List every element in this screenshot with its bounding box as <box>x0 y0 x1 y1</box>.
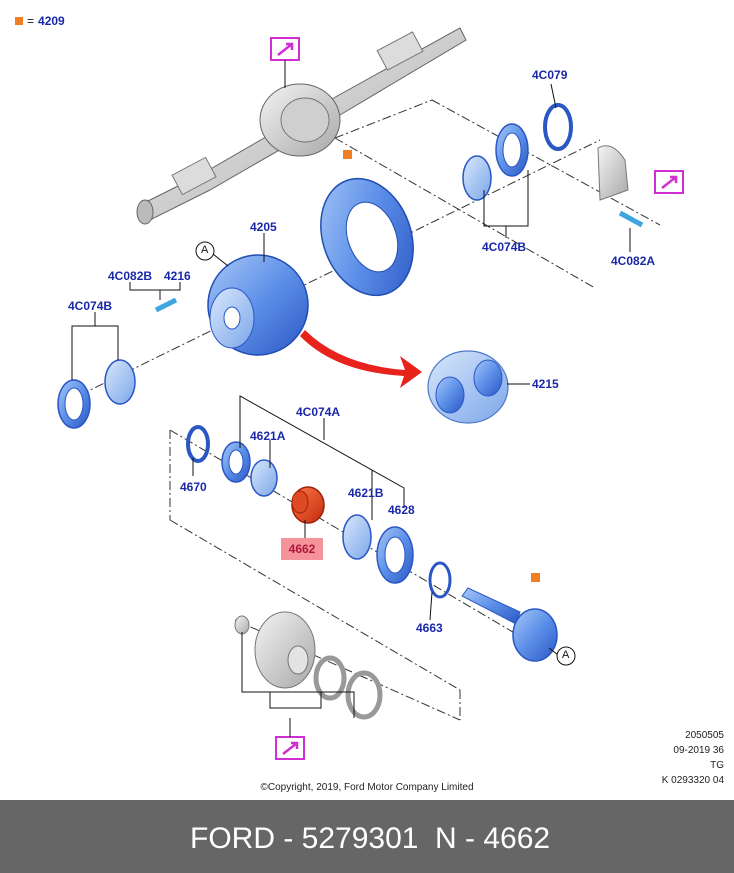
callout-circles <box>195 241 576 666</box>
ring-gear <box>320 177 414 297</box>
highlighted-part-4662: 4662 <box>281 538 323 560</box>
label-4C082B: 4C082B <box>108 269 153 283</box>
label-4C082A: 4C082A <box>611 254 656 268</box>
legend-marker-icon <box>15 17 23 25</box>
pinion-set <box>186 425 452 599</box>
drawing-meta: 2050505 09-2019 36 TG K 0293320 04 <box>662 728 724 788</box>
flange-seals <box>234 611 383 720</box>
label-4663: 4663 <box>416 621 443 635</box>
label-4621B: 4621B <box>348 486 384 500</box>
legend-code: 4209 <box>38 14 65 28</box>
bearing-cap <box>597 145 644 228</box>
copyright-notice: ©Copyright, 2019, Ford Motor Company Lim… <box>260 782 474 793</box>
spacer-4662 <box>291 486 325 524</box>
red-arrow <box>300 330 422 388</box>
callout-a-bottom: A <box>562 649 570 661</box>
label-4621A: 4621A <box>250 429 286 443</box>
label-4216: 4216 <box>164 269 191 283</box>
callout-a-top: A <box>201 244 209 256</box>
label-4628: 4628 <box>388 503 415 517</box>
meta-line-3: TG <box>710 760 724 771</box>
label-4670: 4670 <box>180 480 207 494</box>
bearing-set-left <box>57 359 136 429</box>
orange-markers <box>343 150 540 582</box>
exploded-diagram: A A 4C079 4205 4C074B 4C082B 4216 4C082A… <box>15 14 724 793</box>
bearing-set-top <box>462 103 573 201</box>
meta-line-2: 09-2019 36 <box>673 745 724 756</box>
leader-lines <box>71 60 631 737</box>
meta-line-4: K 0293320 04 <box>661 775 724 786</box>
label-4215: 4215 <box>532 377 559 391</box>
label-4C074A: 4C074A <box>296 405 341 419</box>
legend: =4209 <box>15 14 65 28</box>
label-4C074B-left: 4C074B <box>68 299 113 313</box>
bolt-4216 <box>154 297 178 313</box>
legend-equals: = <box>27 14 35 28</box>
axle-housing <box>136 27 467 225</box>
pinion-gear <box>461 587 558 662</box>
footer-part-number: FORD - 5279301 <box>190 822 419 855</box>
footer-bar: FORD - 5279301 N - 4662 <box>0 800 734 873</box>
diagram-drawing <box>57 27 684 760</box>
diff-gears-4215 <box>427 350 509 424</box>
differential-case <box>207 254 309 356</box>
label-4C079: 4C079 <box>532 68 568 82</box>
meta-line-1: 2050505 <box>685 730 724 741</box>
footer-ref-number: N - 4662 <box>435 822 551 855</box>
label-4C074B-top: 4C074B <box>482 240 527 254</box>
label-4205: 4205 <box>250 220 277 234</box>
